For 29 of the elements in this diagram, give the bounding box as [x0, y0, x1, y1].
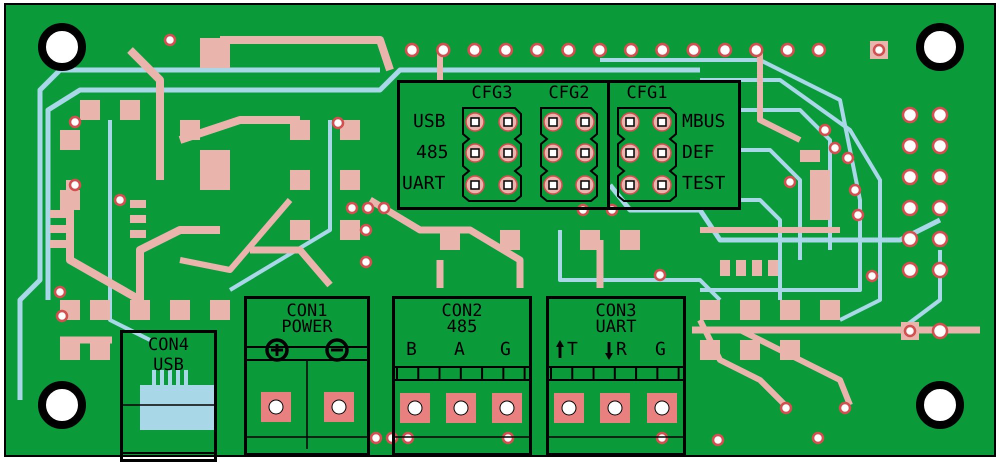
- connector-outline: [244, 296, 370, 456]
- component-designator: CON2: [440, 303, 484, 320]
- connector-outline: [392, 296, 532, 456]
- jumper-block-outline: [397, 80, 741, 210]
- pin-label: G: [655, 341, 666, 359]
- connector-outline: [120, 330, 217, 462]
- pin-label: T: [567, 341, 578, 359]
- component-label: UART: [594, 319, 638, 336]
- component-designator: CFG3: [470, 85, 514, 102]
- component-designator: CON4: [147, 337, 190, 354]
- component-label: POWER: [280, 319, 334, 336]
- component-label: USB: [152, 357, 185, 374]
- jumper-label: USB: [413, 113, 446, 131]
- component-label: 485: [446, 319, 478, 336]
- jumper-label: TEST: [682, 175, 726, 193]
- connector-outline: [546, 296, 686, 456]
- component-designator: CFG1: [626, 85, 668, 102]
- jumper-label: MBUS: [682, 113, 726, 131]
- component-designator: CON1: [286, 303, 328, 320]
- component-designator: CFG2: [548, 85, 590, 102]
- pin-label: R: [616, 341, 627, 359]
- pin-header-outline: [537, 84, 601, 204]
- pin-label: A: [454, 341, 465, 359]
- jumper-label: DEF: [682, 144, 715, 162]
- component-designator: CON3: [594, 303, 638, 320]
- pin-label: G: [500, 341, 511, 359]
- jumper-label: UART: [402, 175, 446, 193]
- pin-label: B: [406, 341, 417, 359]
- jumper-label: 485: [416, 144, 449, 162]
